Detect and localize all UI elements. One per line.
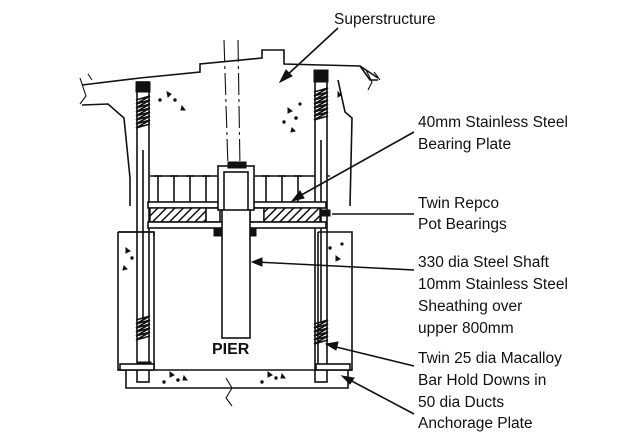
label-bearing-plate-line2: Bearing Plate [418,136,511,153]
text-labels: Superstructure 40mm Stainless Steel Bear… [212,11,568,432]
pier-section [117,231,353,407]
label-pot-bearings-line1: Twin Repco [418,195,499,212]
label-bearing-plate-line1: 40mm Stainless Steel [418,114,568,131]
shear-studs [154,175,302,206]
label-shaft-line3: Sheathing over [418,298,522,315]
label-holddown-line3: 50 dia Ducts [418,394,504,411]
label-superstructure: Superstructure [334,11,436,28]
concrete-texture-pier [122,242,344,384]
label-holddown-line2: Bar Hold Downs in [418,372,546,389]
leader-lines [250,27,415,415]
label-holddown-line1: Twin 25 dia Macalloy [418,350,562,367]
concrete-texture-top [158,90,342,133]
label-pier: PIER [212,341,250,358]
label-shaft-line2: 10mm Stainless Steel [418,276,568,293]
label-pot-bearings-line2: Pot Bearings [418,216,507,233]
label-anchorage: Anchorage Plate [418,415,533,432]
steel-shaft [217,161,255,339]
label-shaft-line1: 330 dia Steel Shaft [418,254,550,271]
label-shaft-line4: upper 800mm [418,320,514,337]
